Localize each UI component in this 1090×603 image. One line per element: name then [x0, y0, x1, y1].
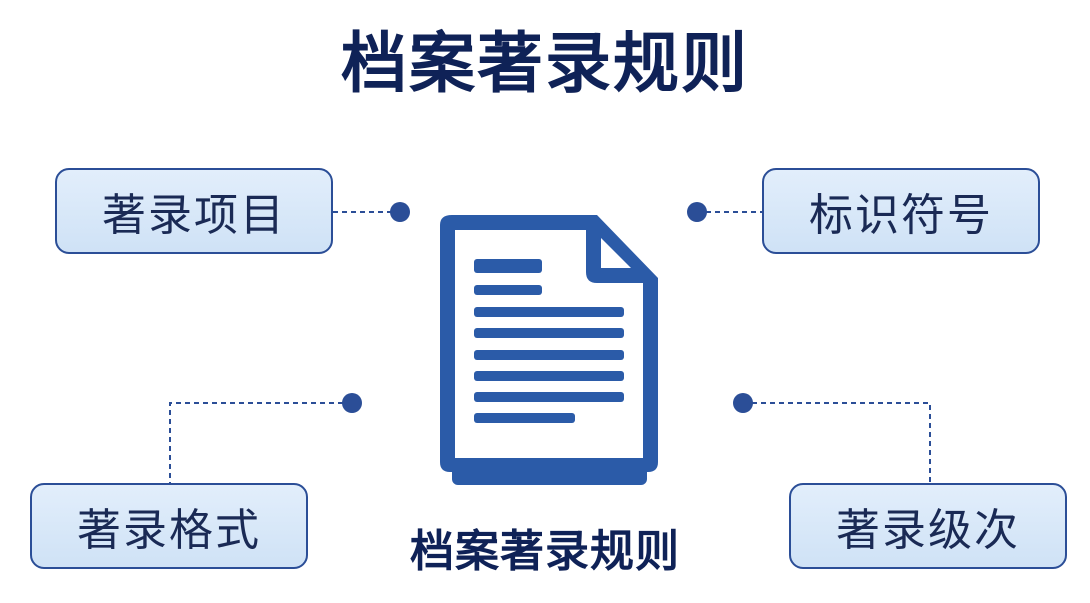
- node-biaoshi-fuhao: 标识符号: [762, 168, 1040, 254]
- dot-top-left: [390, 202, 410, 222]
- document-icon: [440, 215, 658, 485]
- connector-bottom-right: [743, 402, 931, 483]
- node-zhulu-geshi: 著录格式: [30, 483, 308, 569]
- node-zhulu-xiangmu: 著录项目: [55, 168, 333, 254]
- dot-top-right: [687, 202, 707, 222]
- center-label: 档案著录规则: [410, 526, 680, 577]
- node-zhulu-jici: 著录级次: [789, 483, 1067, 569]
- dot-bottom-right: [733, 393, 753, 413]
- connector-bottom-left: [169, 402, 352, 483]
- dot-bottom-left: [342, 393, 362, 413]
- page-title: 档案著录规则: [341, 24, 749, 102]
